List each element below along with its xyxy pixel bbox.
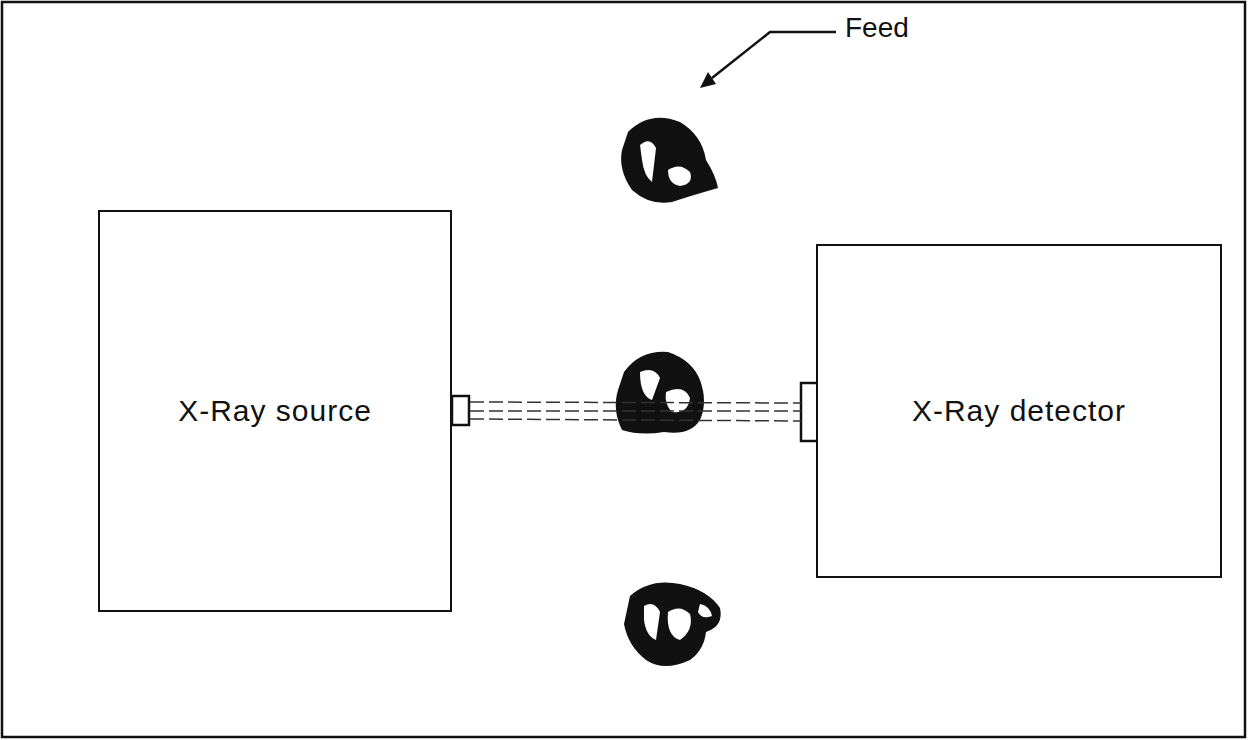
feed-rock — [624, 583, 721, 667]
feed-rock — [616, 352, 704, 434]
feed-rock — [621, 118, 718, 203]
feed-label: Feed — [845, 12, 909, 44]
box-label: X-Ray detector — [912, 392, 1126, 430]
box-label: X-Ray source — [178, 392, 372, 430]
xray-beam — [470, 402, 801, 421]
detector-box: X-Ray detector — [816, 244, 1222, 578]
detector-window — [801, 383, 817, 441]
source-nozzle — [452, 396, 469, 425]
feed-leader — [700, 32, 836, 88]
source-box: X-Ray source — [98, 210, 452, 612]
